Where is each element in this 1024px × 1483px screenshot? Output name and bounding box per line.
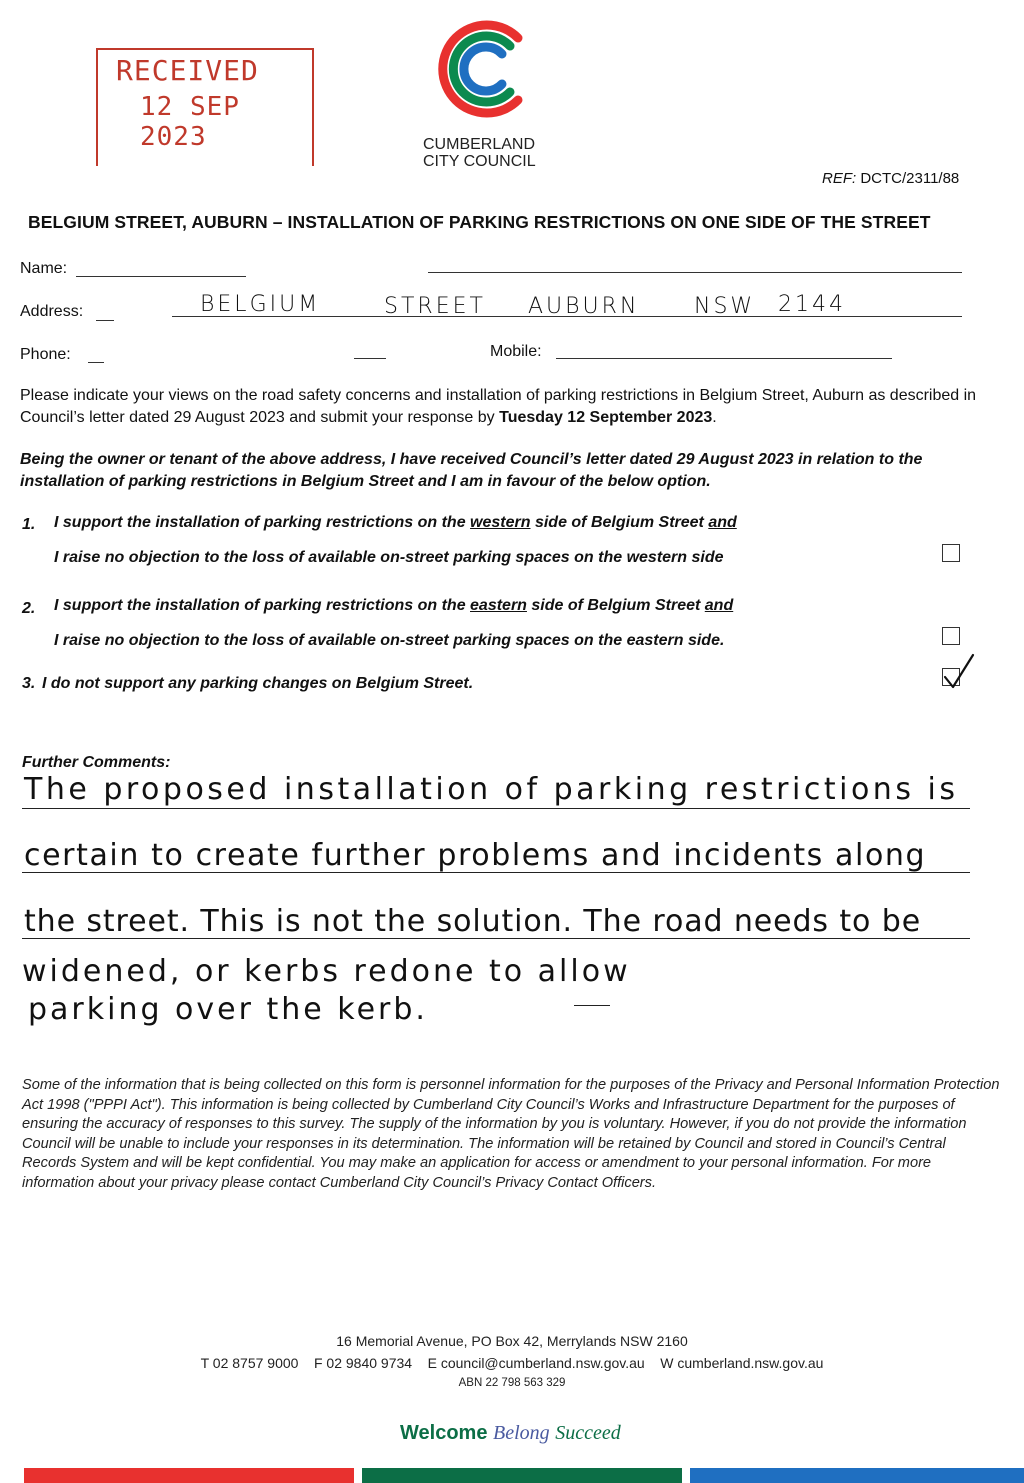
comment-line-2[interactable] bbox=[22, 872, 970, 873]
checkmark-icon bbox=[943, 653, 975, 689]
stamp-date: 12 SEP 2023 bbox=[140, 92, 240, 152]
footer-bar-green bbox=[362, 1468, 682, 1483]
slogan: Welcome Belong Succeed bbox=[400, 1422, 621, 1444]
option-1-number: 1. bbox=[22, 516, 36, 533]
phone-field[interactable] bbox=[88, 362, 104, 363]
intro-paragraph: Please indicate your views on the road s… bbox=[20, 387, 977, 426]
footer-address: 16 Memorial Avenue, PO Box 42, Merryland… bbox=[336, 1333, 688, 1349]
footer-bar-red bbox=[24, 1468, 354, 1483]
footer-contacts: T 02 8757 9000 F 02 9840 9734 E council@… bbox=[200, 1355, 824, 1371]
comment-dash bbox=[574, 1005, 610, 1006]
footer-bar-blue bbox=[690, 1468, 1024, 1483]
address-state: NSW bbox=[694, 294, 756, 319]
option-1-line-1: I support the installation of parking re… bbox=[54, 514, 737, 531]
declaration-paragraph: Being the owner or tenant of the above a… bbox=[20, 451, 923, 490]
council-logo-icon bbox=[438, 20, 523, 118]
option-3-number: 3. bbox=[22, 675, 36, 692]
council-name: CUMBERLAND CITY COUNCIL bbox=[423, 136, 536, 170]
option-3-text: I do not support any parking changes on … bbox=[42, 675, 474, 692]
address-street-name: BELGIUM bbox=[200, 292, 321, 317]
address-label: Address: bbox=[20, 303, 84, 320]
name-field[interactable] bbox=[76, 276, 246, 277]
address-field[interactable] bbox=[172, 316, 962, 317]
option-1-checkbox[interactable] bbox=[942, 544, 960, 562]
address-field-start[interactable] bbox=[96, 320, 114, 321]
stamp-title: RECEIVED bbox=[116, 54, 259, 87]
comment-line-3[interactable] bbox=[22, 938, 970, 939]
address-street-type: STREET bbox=[384, 294, 486, 319]
comment-text-line-4: widened, or kerbs redone to allow bbox=[22, 954, 631, 989]
address-postcode: 2144 bbox=[778, 292, 846, 317]
mobile-field[interactable] bbox=[556, 358, 892, 359]
comment-text-line-5: parking over the kerb. bbox=[28, 992, 428, 1027]
option-3-checkbox[interactable] bbox=[942, 653, 975, 689]
comment-line-1[interactable] bbox=[22, 808, 970, 809]
reference-number: REF: DCTC/2311/88 bbox=[822, 170, 960, 187]
phone-label: Phone: bbox=[20, 346, 71, 363]
comment-text-line-2: certain to create further problems and i… bbox=[24, 838, 927, 873]
option-2-number: 2. bbox=[22, 600, 36, 617]
option-2-checkbox[interactable] bbox=[942, 627, 960, 645]
name-field-extension[interactable] bbox=[428, 272, 962, 273]
comment-text-line-3: the street. This is not the solution. Th… bbox=[24, 904, 922, 939]
further-comments-label: Further Comments: bbox=[22, 754, 171, 771]
comment-text-line-1: The proposed installation of parking res… bbox=[24, 772, 959, 807]
footer-abn: ABN 22 798 563 329 bbox=[458, 1377, 566, 1389]
option-2-line-2: I raise no objection to the loss of avai… bbox=[54, 632, 725, 649]
mobile-label: Mobile: bbox=[490, 343, 542, 360]
option-2-line-1: I support the installation of parking re… bbox=[54, 597, 734, 614]
received-stamp: RECEIVED 12 SEP 2023 bbox=[96, 48, 314, 166]
address-suburb: AUBURN bbox=[528, 294, 640, 319]
phone-field-end[interactable] bbox=[354, 358, 386, 359]
option-1-line-2: I raise no objection to the loss of avai… bbox=[54, 549, 724, 566]
page-title: BELGIUM STREET, AUBURN – INSTALLATION OF… bbox=[28, 212, 931, 232]
name-label: Name: bbox=[20, 260, 68, 277]
privacy-statement: Some of the information that is being co… bbox=[22, 1077, 1000, 1191]
